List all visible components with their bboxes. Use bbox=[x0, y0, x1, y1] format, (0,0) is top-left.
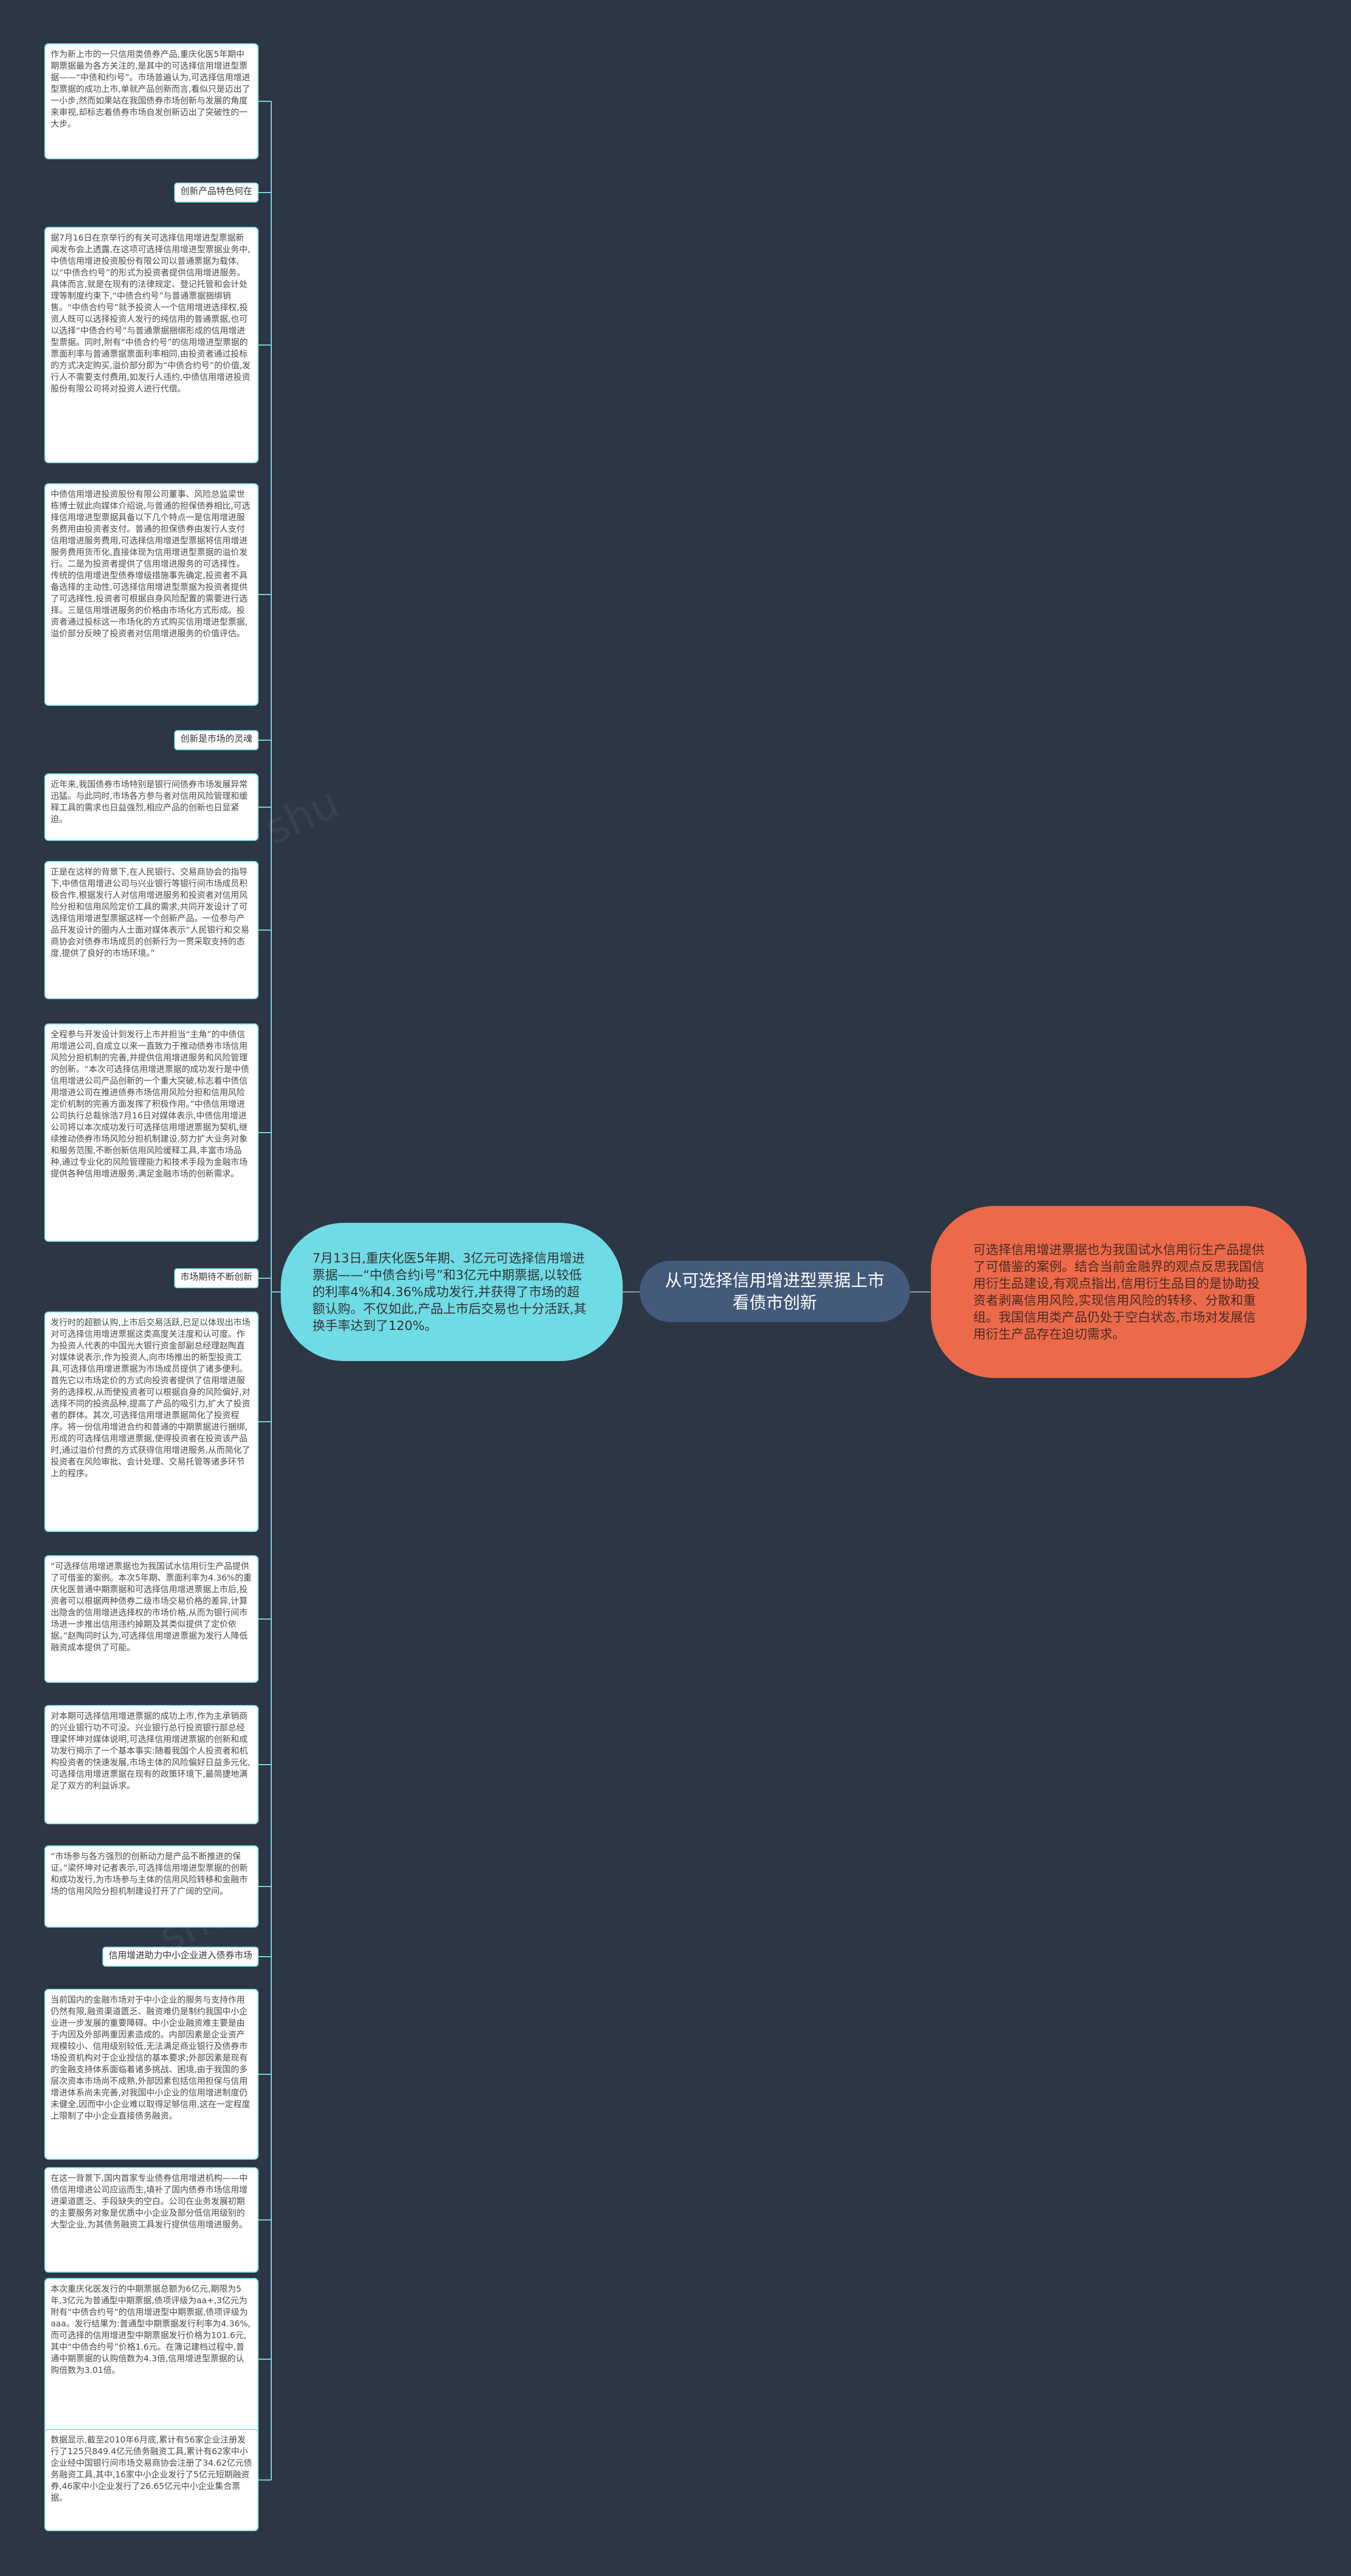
branch-label[interactable]: 创新产品特色何在 bbox=[174, 183, 259, 203]
branch-label[interactable]: 市场期待不断创新 bbox=[174, 1268, 259, 1288]
leaf-text-box[interactable]: 全程参与开发设计到发行上市并担当“主角”的中债信用增进公司,自成立以来一直致力于… bbox=[44, 1023, 259, 1242]
leaf-text-box[interactable]: 当前国内的金融市场对于中小企业的服务与支持作用仍然有限,融资渠道匮乏、融资难仍是… bbox=[44, 1989, 259, 2160]
center-node[interactable]: 从可选择信用增进型票据上市看债市创新 bbox=[640, 1261, 910, 1322]
leaf-text-box[interactable]: 对本期可选择信用增进票据的成功上市,作为主承销商的兴业银行功不可没。兴业银行总行… bbox=[44, 1705, 259, 1824]
left-node[interactable]: 7月13日,重庆化医5年期、3亿元可选择信用增进票据——“中债合约ⅰ号”和3亿元… bbox=[281, 1223, 623, 1361]
leaf-text-box[interactable]: 据7月16日在京举行的有关可选择信用增进型票据新闻发布会上透露,在这项可选择信用… bbox=[44, 227, 259, 463]
center-node-text: 从可选择信用增进型票据上市看债市创新 bbox=[664, 1270, 884, 1313]
branch-label[interactable]: 创新是市场的灵魂 bbox=[174, 730, 259, 750]
right-node[interactable]: 可选择信用增进票据也为我国试水信用衍生产品提供了可借鉴的案例。结合当前金融界的观… bbox=[931, 1206, 1307, 1378]
leaf-text-box[interactable]: 本次重庆化医发行的中期票据总额为6亿元,期限为5年,3亿元为普通型中期票据,债项… bbox=[44, 2278, 259, 2440]
leaf-text-box[interactable]: 发行时的超额认购,上市后交易活跃,已足以体现出市场对可选择信用增进票据这类高度关… bbox=[44, 1311, 259, 1532]
left-node-text: 7月13日,重庆化医5年期、3亿元可选择信用增进票据——“中债合约ⅰ号”和3亿元… bbox=[312, 1251, 587, 1333]
leaf-text-box[interactable]: 近年来,我国债券市场特别是银行间债券市场发展异常迅猛。与此同时,市场各方参与者对… bbox=[44, 773, 259, 841]
leaf-text-box[interactable]: 作为新上市的一只信用类债券产品,重庆化医5年期中期票据最为各方关注的,是其中的可… bbox=[44, 43, 259, 159]
branch-label[interactable]: 信用增进助力中小企业进入债券市场 bbox=[102, 1947, 259, 1967]
leaf-text-box[interactable]: “市场参与各方强烈的创新动力是产品不断推进的保证。”梁怀坤对记者表示,可选择信用… bbox=[44, 1845, 259, 1928]
leaf-text-box[interactable]: 中债信用增进投资股份有限公司董事、风险总监梁世栋博士就此向媒体介绍说,与普通的担… bbox=[44, 483, 259, 706]
leaf-text-box[interactable]: 在这一背景下,国内首家专业债券信用增进机构——中债信用增进公司应运而生,填补了国… bbox=[44, 2167, 259, 2273]
leaf-text-box[interactable]: “可选择信用增进票据也为我国试水信用衍生产品提供了可借鉴的案例。本次5年期、票面… bbox=[44, 1555, 259, 1683]
leaf-text-box[interactable]: 正是在这样的背景下,在人民银行、交易商协会的指导下,中债信用增进公司与兴业银行等… bbox=[44, 861, 259, 999]
leaf-text-box[interactable]: 数据显示,截至2010年6月底,累计有56家企业注册发行了125只849.4亿元… bbox=[44, 2429, 259, 2531]
right-node-text: 可选择信用增进票据也为我国试水信用衍生产品提供了可借鉴的案例。结合当前金融界的观… bbox=[973, 1242, 1264, 1342]
